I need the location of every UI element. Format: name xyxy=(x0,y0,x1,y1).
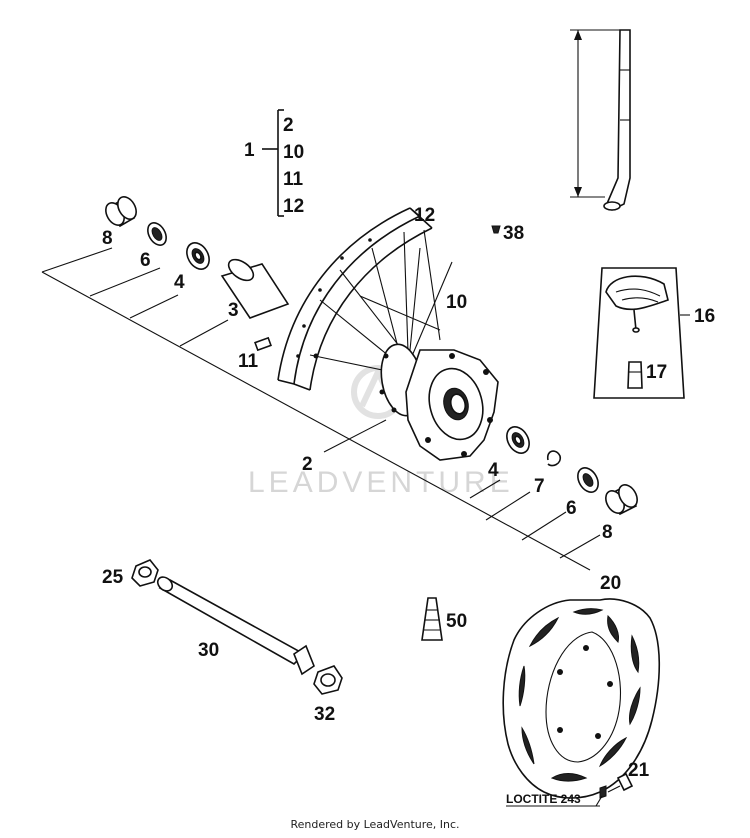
callout-4-left: 4 xyxy=(174,272,185,293)
callout-8-right: 8 xyxy=(602,522,613,543)
spacer-part-6-left: 6 xyxy=(140,222,167,271)
nut-part-25: 25 xyxy=(102,559,159,588)
callout-6-right: 6 xyxy=(566,498,577,519)
callout-1: 1 xyxy=(244,140,255,161)
circlip-part-7: 7 xyxy=(534,450,562,497)
callout-7: 7 xyxy=(534,476,545,497)
axle-nut-part-32: 32 xyxy=(313,665,343,725)
callout-4-right: 4 xyxy=(488,460,499,481)
leader-lines-left xyxy=(41,247,591,571)
callout-21: 21 xyxy=(628,760,650,781)
callout-6-left: 6 xyxy=(140,250,151,271)
callout-20: 20 xyxy=(600,573,621,594)
callout-1-sub-2: 2 xyxy=(283,115,294,136)
loctite-label: LOCTITE 243 xyxy=(506,792,581,806)
callout-32: 32 xyxy=(314,704,335,725)
nipple-part-11: 11 xyxy=(238,336,272,372)
hub-part-2: 2 xyxy=(302,343,499,475)
footer-credit: Rendered by LeadVenture, Inc. xyxy=(290,818,460,831)
callout-16: 16 xyxy=(694,306,715,327)
callout-50: 50 xyxy=(446,611,467,632)
callout-1-sub-11: 11 xyxy=(283,169,304,190)
distance-tube-part-3: 3 xyxy=(220,258,290,321)
brake-disc-part-20: 20 xyxy=(502,573,661,799)
watermark-text: LEADVENTURE xyxy=(248,466,514,499)
callout-11: 11 xyxy=(238,351,259,372)
plug-part-38: 38 xyxy=(491,223,524,244)
assembly-bracket-1: 1 2 10 11 12 xyxy=(244,109,304,217)
rim-part-12: 12 xyxy=(277,205,435,391)
axle-part-30: 30 xyxy=(156,576,315,676)
callout-2: 2 xyxy=(302,454,313,475)
callout-10: 10 xyxy=(446,292,467,313)
callout-38: 38 xyxy=(503,223,524,244)
leader-lines-right xyxy=(469,479,601,559)
callout-30: 30 xyxy=(198,640,219,661)
spacer-part-6-right: 6 xyxy=(566,467,599,519)
screw-part-21: 21 LOCTITE 243 xyxy=(506,760,650,807)
seal-part-8-right: 8 xyxy=(602,484,638,543)
callout-17: 17 xyxy=(646,362,667,383)
callout-3: 3 xyxy=(228,300,239,321)
bearing-part-4-left: 4 xyxy=(174,242,210,293)
bearing-part-4-right: 4 xyxy=(488,426,530,481)
speed-sensor-box: 16 17 xyxy=(593,267,715,399)
callout-1-sub-12: 12 xyxy=(283,196,304,217)
callout-1-sub-10: 10 xyxy=(283,142,304,163)
callout-8-left: 8 xyxy=(102,228,113,249)
valve-part-50: 50 xyxy=(421,597,467,641)
seal-part-8-left: 8 xyxy=(102,196,137,249)
callout-12: 12 xyxy=(414,205,435,226)
callout-25: 25 xyxy=(102,567,124,588)
spoke-part xyxy=(570,29,631,211)
